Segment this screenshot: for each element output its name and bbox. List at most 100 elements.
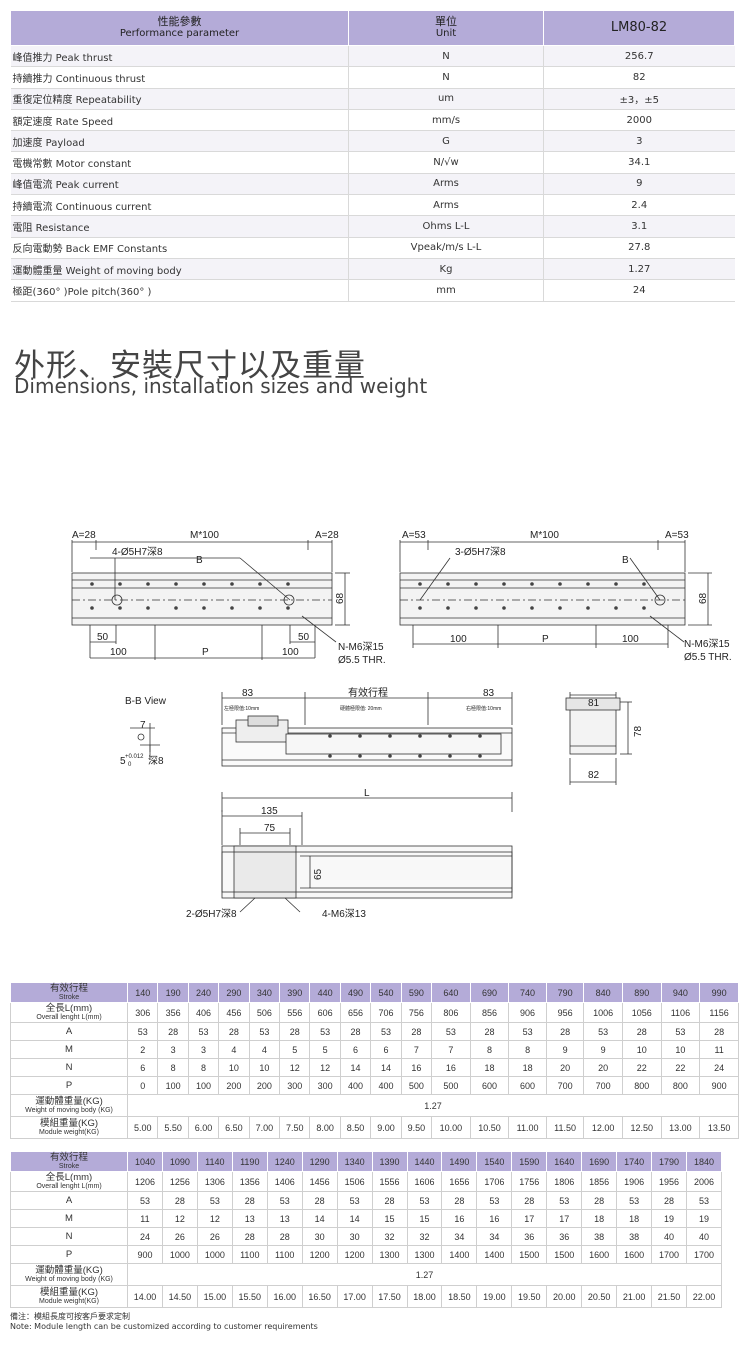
stroke-cell: 28: [231, 1227, 268, 1246]
stroke-cell: 18: [508, 1058, 547, 1077]
stroke-cell: 14: [370, 1058, 402, 1077]
stroke-cell: 34: [441, 1227, 478, 1246]
stroke-cell: 24: [699, 1058, 739, 1077]
stroke-cell: 1700: [686, 1245, 722, 1264]
stroke-cell: 0: [126, 1076, 159, 1095]
stroke-cell: 1656: [441, 1171, 478, 1192]
stroke-cell: 1300: [371, 1245, 408, 1264]
row-label-main: 運動體重量(KG): [35, 1264, 103, 1276]
stroke-cell-merged: 1.27: [127, 1263, 722, 1286]
row-label-main: A: [65, 1195, 73, 1206]
stroke-cell: 740: [508, 982, 547, 1003]
stroke-cell: 11.00: [508, 1116, 547, 1139]
perf-value: 9: [543, 173, 735, 196]
stroke-cell: 38: [616, 1227, 653, 1246]
limit-hardware: 硬體極限值: 20mm: [340, 705, 382, 712]
stroke-cell: 24: [127, 1227, 163, 1246]
bb-view-title: B-B View: [125, 696, 167, 707]
row-label-main: 全長L(mm): [45, 1171, 93, 1183]
perf-unit: N: [348, 66, 544, 89]
stroke-cell: 53: [546, 1191, 583, 1210]
bottom-view: [221, 810, 513, 913]
perf-label: 峰值推力 Peak thrust: [10, 45, 349, 68]
stroke-cell: 306: [126, 1002, 159, 1023]
stroke-cell-merged: 1.27: [127, 1094, 739, 1117]
row-label-main: P: [65, 1249, 73, 1260]
stroke-cell: 53: [266, 1191, 303, 1210]
mounting-hole: [174, 606, 178, 610]
stroke-cell: 1290: [301, 1151, 338, 1172]
stroke-cell: 20.50: [581, 1285, 618, 1308]
stroke-cell: 7.50: [279, 1116, 311, 1139]
stroke-cell: 9.00: [370, 1116, 402, 1139]
row-label-main: 有效行程: [49, 1151, 88, 1163]
stroke-cell: 53: [187, 1022, 220, 1041]
mounting-hole: [174, 582, 178, 586]
stroke-cell: 11: [127, 1209, 163, 1228]
stroke-cell: 20.00: [546, 1285, 583, 1308]
stroke-cell: 1200: [336, 1245, 373, 1264]
mounting-hole: [446, 606, 450, 610]
perf-unit: N/√w: [348, 151, 544, 174]
perf-label: 電阻 Resistance: [10, 215, 349, 238]
stroke-cell: 1690: [581, 1151, 618, 1172]
perf-label: 反向電動勢 Back EMF Constants: [10, 237, 349, 259]
stroke-cell: 700: [583, 1076, 623, 1095]
mounting-hole: [90, 582, 94, 586]
mounting-hole: [118, 582, 122, 586]
stroke-cell: 14: [336, 1209, 373, 1228]
stroke-cell: 15: [371, 1209, 408, 1228]
bb-dim-5: 5: [120, 756, 126, 767]
stroke-cell: 28: [161, 1191, 198, 1210]
mounting-hole: [388, 734, 392, 738]
stroke-cell: 16: [441, 1209, 478, 1228]
dim-78: 78: [633, 725, 644, 737]
stroke-cell: 7: [431, 1040, 471, 1059]
stroke-cell: 10: [248, 1058, 281, 1077]
stroke-cell: 1600: [581, 1245, 618, 1264]
stroke-cell: 900: [127, 1245, 163, 1264]
stroke-cell: 53: [616, 1191, 653, 1210]
stroke-cell: 53: [508, 1022, 547, 1041]
stroke-row-label: 運動體重量(KG)Weight of moving body (KG): [10, 1263, 128, 1286]
row-label-main: 模組重量(KG): [39, 1117, 99, 1129]
limit-left: 左極限值:10mm: [224, 705, 259, 712]
stroke-cell: 28: [157, 1022, 189, 1041]
mounting-hole: [388, 754, 392, 758]
stroke-cell: 1400: [441, 1245, 478, 1264]
stroke-cell: 5.00: [126, 1116, 159, 1139]
stroke-cell: 556: [279, 1002, 311, 1023]
stroke-cell: 12: [161, 1209, 198, 1228]
mounting-hole: [146, 606, 150, 610]
stroke-cell: 1506: [336, 1171, 373, 1192]
stroke-cell: 28: [581, 1191, 618, 1210]
stroke-cell: 32: [371, 1227, 408, 1246]
mounting-hole: [146, 582, 150, 586]
stroke-cell: 1906: [616, 1171, 653, 1192]
stroke-cell: 5: [279, 1040, 311, 1059]
stroke-cell: 1740: [616, 1151, 653, 1172]
stroke-cell: 53: [660, 1022, 701, 1041]
mounting-hole: [448, 754, 452, 758]
stroke-cell: 1200: [301, 1245, 338, 1264]
row-label-main: 全長L(mm): [45, 1002, 93, 1014]
stroke-cell: 400: [370, 1076, 402, 1095]
stroke-cell: 990: [699, 982, 739, 1003]
dim-68-left: 68: [335, 592, 346, 604]
section-title-cn: 外形、安裝尺寸以及重量: [14, 348, 366, 384]
perf-unit: mm/s: [348, 109, 544, 132]
stroke-cell: 1840: [686, 1151, 722, 1172]
perf-unit: G: [348, 130, 544, 153]
mounting-hole: [202, 582, 206, 586]
stroke-cell: 406: [187, 1002, 220, 1023]
dimension-drawings: A=28 M*100 A=28 4-Ø5H7深8 B 68 50 50 100 …: [71, 530, 732, 920]
stroke-row-label: A: [10, 1191, 128, 1210]
mounting-hole: [328, 754, 332, 758]
